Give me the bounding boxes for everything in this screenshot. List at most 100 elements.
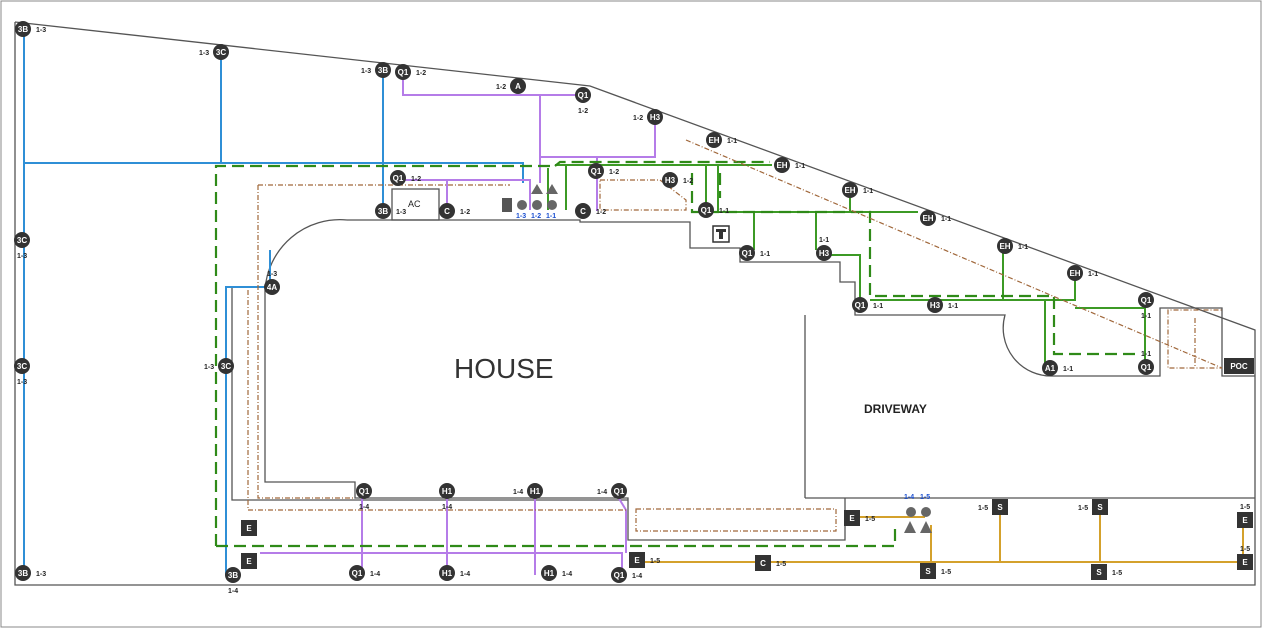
head-code-18: Q1 — [591, 167, 602, 176]
equipment-e-3 — [629, 552, 645, 568]
head-zone-37: 1-4 — [228, 588, 238, 595]
head-code-4: Q1 — [398, 68, 409, 77]
head-zone-19: 1-2 — [596, 209, 606, 216]
sprinkler-head-a-5 — [510, 78, 526, 94]
head-code-1: 3B — [18, 25, 28, 34]
equipment-zone-7: 1-5 — [978, 505, 988, 512]
head-zone-13: 1-1 — [1088, 271, 1098, 278]
timer-glyph-stem — [719, 229, 723, 239]
head-code-14: Q1 — [1141, 296, 1152, 305]
head-zone-27: 1-1 — [1141, 351, 1151, 358]
sprinkler-head-h1-33 — [439, 483, 455, 499]
head-code-35: Q1 — [614, 487, 625, 496]
head-code-29: 3C — [17, 236, 27, 245]
head-zone-9: 1-1 — [795, 163, 805, 170]
head-zone-31: 1-3 — [204, 364, 214, 371]
sprinkler-head-eh-13 — [1067, 265, 1083, 281]
poc-box — [1224, 358, 1254, 374]
head-code-19: C — [580, 207, 586, 216]
head-code-36: 3B — [18, 569, 28, 578]
head-zone-38: 1-4 — [370, 571, 380, 578]
equipment-s-6 — [920, 563, 936, 579]
head-zone-33: 1-4 — [442, 504, 452, 511]
sprinkler-head-q1-15 — [390, 170, 406, 186]
poc-label: POC — [1230, 362, 1248, 371]
head-code-41: Q1 — [614, 571, 625, 580]
head-zone-23: 1-1 — [819, 237, 829, 244]
head-code-33: H1 — [442, 487, 453, 496]
head-zone-2: 1-3 — [199, 50, 209, 57]
equipment-code-1: E — [246, 524, 252, 533]
valve-zone-1-1: 1-1 — [546, 213, 556, 220]
head-zone-36: 1-3 — [36, 571, 46, 578]
sprinkler-head-eh-11 — [920, 210, 936, 226]
sprinkler-head-3b-3 — [375, 62, 391, 78]
valve-manifold: 1-3 1-2 1-1 — [502, 184, 558, 220]
equipment-zone-4: 1-5 — [865, 516, 875, 523]
sprinkler-head-q1-6 — [575, 87, 591, 103]
head-code-11: EH — [922, 214, 933, 223]
equipment-code-5: C — [760, 559, 766, 568]
valve-zone-1-2: 1-2 — [531, 213, 541, 220]
head-zone-16: 1-3 — [396, 209, 406, 216]
equipment-zone-8: 1-5 — [1078, 505, 1088, 512]
equipment-zone-5: 1-5 — [776, 561, 786, 568]
head-code-10: EH — [844, 186, 855, 195]
equipment-code-9: S — [1096, 568, 1102, 577]
ac-unit — [391, 188, 440, 221]
sprinkler-head-q1-27 — [1138, 359, 1154, 375]
sprinkler-head-q1-21 — [698, 202, 714, 218]
head-zone-34: 1-4 — [513, 489, 523, 496]
sprinkler-head-q1-24 — [852, 297, 868, 313]
head-code-23: H3 — [819, 249, 830, 258]
sprinkler-head-eh-8 — [706, 132, 722, 148]
sprinkler-head-3c-29 — [14, 232, 30, 248]
head-zone-6: 1-2 — [578, 108, 588, 115]
sprinkler-head-3b-37 — [225, 567, 241, 583]
equipment-code-8: S — [1097, 503, 1103, 512]
equipment-code-10: E — [1242, 516, 1248, 525]
sprinkler-head-eh-9 — [774, 157, 790, 173]
head-code-39: H1 — [442, 569, 453, 578]
equipment-e-1 — [241, 520, 257, 536]
equipment-code-7: S — [997, 503, 1003, 512]
head-zone-32: 1-4 — [359, 504, 369, 511]
head-zone-21: 1-1 — [719, 208, 729, 215]
sprinkler-head-q1-38 — [349, 565, 365, 581]
equipment-s-8 — [1092, 499, 1108, 515]
head-zone-25: 1-1 — [948, 303, 958, 310]
sprinkler-head-3c-2 — [213, 44, 229, 60]
sprinkler-head-4a-28 — [264, 279, 280, 295]
house-outline — [264, 219, 1255, 541]
sprinkler-head-q1-14 — [1138, 292, 1154, 308]
equipment-zone-10: 1-5 — [1240, 504, 1250, 511]
sprinkler-head-q1-41 — [611, 567, 627, 583]
equipment-s-9 — [1091, 564, 1107, 580]
head-code-20: H3 — [665, 176, 676, 185]
head-code-32: Q1 — [359, 487, 370, 496]
head-code-22: Q1 — [742, 249, 753, 258]
sprinkler-head-h3-23 — [816, 245, 832, 261]
head-code-9: EH — [776, 161, 787, 170]
head-zone-18: 1-2 — [609, 169, 619, 176]
head-zone-40: 1-4 — [562, 571, 572, 578]
head-code-16: 3B — [378, 207, 388, 216]
head-code-17: C — [444, 207, 450, 216]
sprinkler-head-c-19 — [575, 203, 591, 219]
equipment-e-10 — [1237, 512, 1253, 528]
head-code-13: EH — [1069, 269, 1080, 278]
sprinkler-head-h3-20 — [662, 172, 678, 188]
head-code-6: Q1 — [578, 91, 589, 100]
blue-lateral-lines — [23, 30, 524, 575]
green-lateral-lines — [547, 164, 1146, 518]
head-zone-14: 1-1 — [1141, 313, 1151, 320]
green-drip-lines — [214, 160, 1140, 548]
head-zone-29: 1-3 — [17, 253, 27, 260]
head-code-3: 3B — [378, 66, 388, 75]
head-zone-30: 1-3 — [17, 379, 27, 386]
head-code-2: 3C — [216, 48, 226, 57]
head-code-30: 3C — [17, 362, 27, 371]
